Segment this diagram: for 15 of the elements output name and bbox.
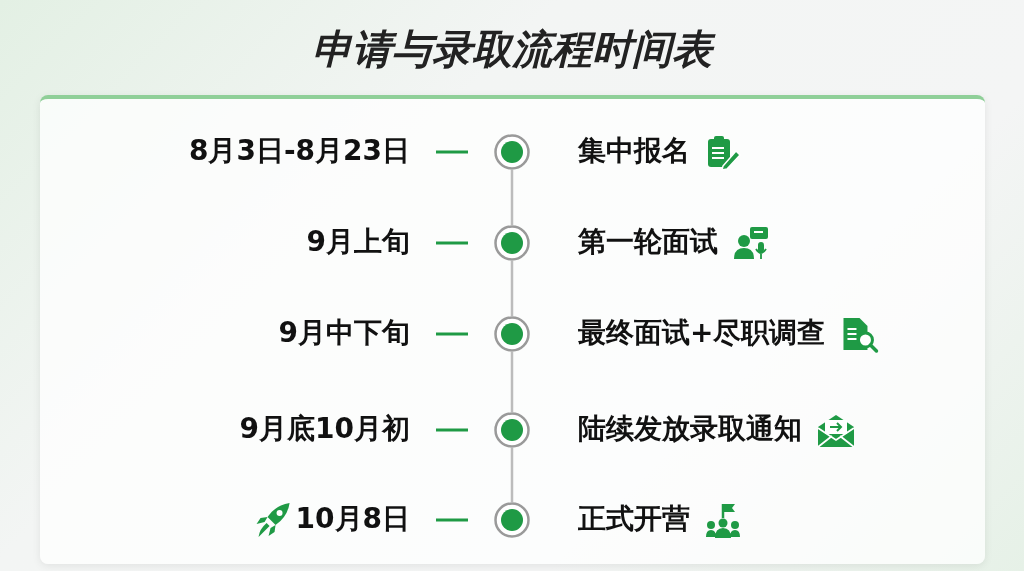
event-label: 最终面试+尽职调查 — [578, 315, 826, 351]
event-label: 第一轮面试 — [578, 224, 718, 260]
event-label: 陆续发放录取通知 — [578, 411, 802, 447]
connector-line — [510, 261, 514, 316]
date-label: 9月底10月初 — [239, 411, 410, 447]
date-label: 10月8日 — [295, 501, 410, 537]
date-label: 9月中下旬 — [278, 315, 410, 351]
connector-line — [510, 352, 514, 412]
connector-line — [510, 448, 514, 502]
date-label: 9月上旬 — [306, 224, 410, 260]
event-label: 集中报名 — [578, 133, 690, 169]
event-label: 正式开营 — [578, 501, 690, 537]
connector-line — [510, 170, 514, 225]
date-label: 8月3日-8月23日 — [188, 133, 410, 169]
title: 申请与录取流程时间表 — [0, 22, 1024, 77]
